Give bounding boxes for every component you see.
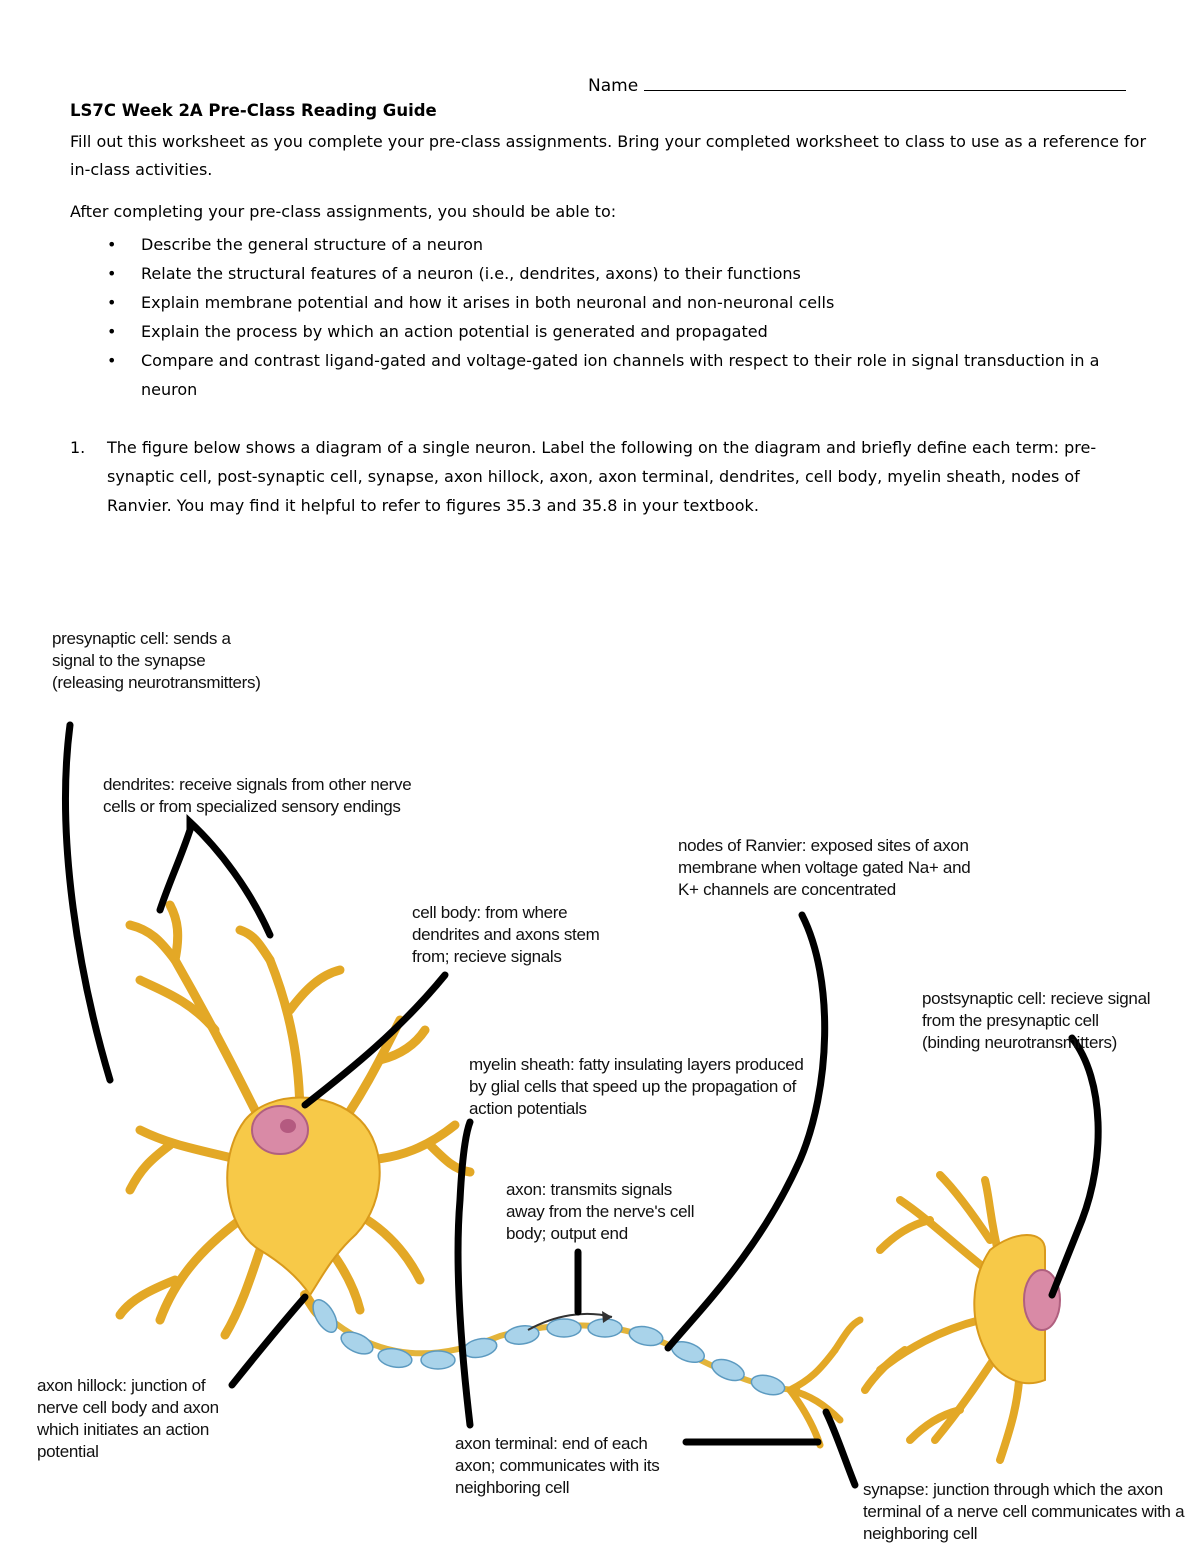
presynaptic-label: presynaptic cell: sends a signal to the … [52,629,261,692]
objectives-list: Describe the general structure of a neur… [107,230,1107,404]
nodes-pointer [664,911,829,1352]
axon-label: axon: transmits signals away from the ne… [506,1180,695,1243]
myelin-segments [312,1299,786,1396]
postsynaptic-pointer [1048,1034,1102,1299]
axon-terminal-label: axon terminal: end of each axon; communi… [455,1434,660,1497]
postsynaptic-label: postsynaptic cell: recieve signal from t… [922,989,1151,1052]
nucleolus-shape [280,1119,296,1133]
postsynaptic-neuron-drawing [861,1171,1061,1464]
nucleus-shape [251,1105,309,1155]
synapse-label: synapse: junction through which the axon… [863,1480,1185,1543]
objective-item: Explain membrane potential and how it ar… [107,288,1107,317]
cell-body-label: cell body: from where dendrites and axon… [412,903,600,966]
dendrites-pointer [156,813,274,939]
arrowhead-icon [602,1311,612,1323]
question-number: 1. [70,438,86,457]
axon-terminal-branches [786,1316,864,1449]
synapse-pointer [822,1408,859,1489]
question-1: 1. The figure below shows a diagram of a… [70,433,1130,520]
neuron-diagram [62,721,1102,1489]
objective-item: Compare and contrast ligand-gated and vo… [107,346,1107,404]
presynaptic-neuron-drawing [115,900,475,1340]
intro-paragraph: Fill out this worksheet as you complete … [70,132,1147,179]
objective-item: Relate the structural features of a neur… [107,259,1107,288]
myelin-pointer [454,1118,474,1429]
nodes-of-ranvier-label: nodes of Ranvier: exposed sites of axon … [678,836,971,899]
axon-hillock-pointer [228,1293,309,1389]
pointer-lines [62,721,1102,1489]
objective-item: Explain the process by which an action p… [107,317,1107,346]
question-text: The figure below shows a diagram of a si… [107,438,1097,515]
name-field[interactable]: Name [588,76,1127,96]
myelin-sheath-label: myelin sheath: fatty insulating layers p… [469,1055,804,1118]
name-blank-line[interactable] [644,76,1127,91]
dendrites-label: dendrites: receive signals from other ne… [103,775,412,816]
objective-item: Describe the general structure of a neur… [107,230,1107,259]
axon-hillock-label: axon hillock: junction of nerve cell bod… [37,1376,219,1461]
name-label: Name [588,76,639,96]
worksheet-title: LS7C Week 2A Pre-Class Reading Guide [70,101,437,120]
cell-body-pointer [301,971,449,1109]
presynaptic-pointer [62,721,114,1084]
objectives-lead: After completing your pre-class assignme… [70,202,617,221]
